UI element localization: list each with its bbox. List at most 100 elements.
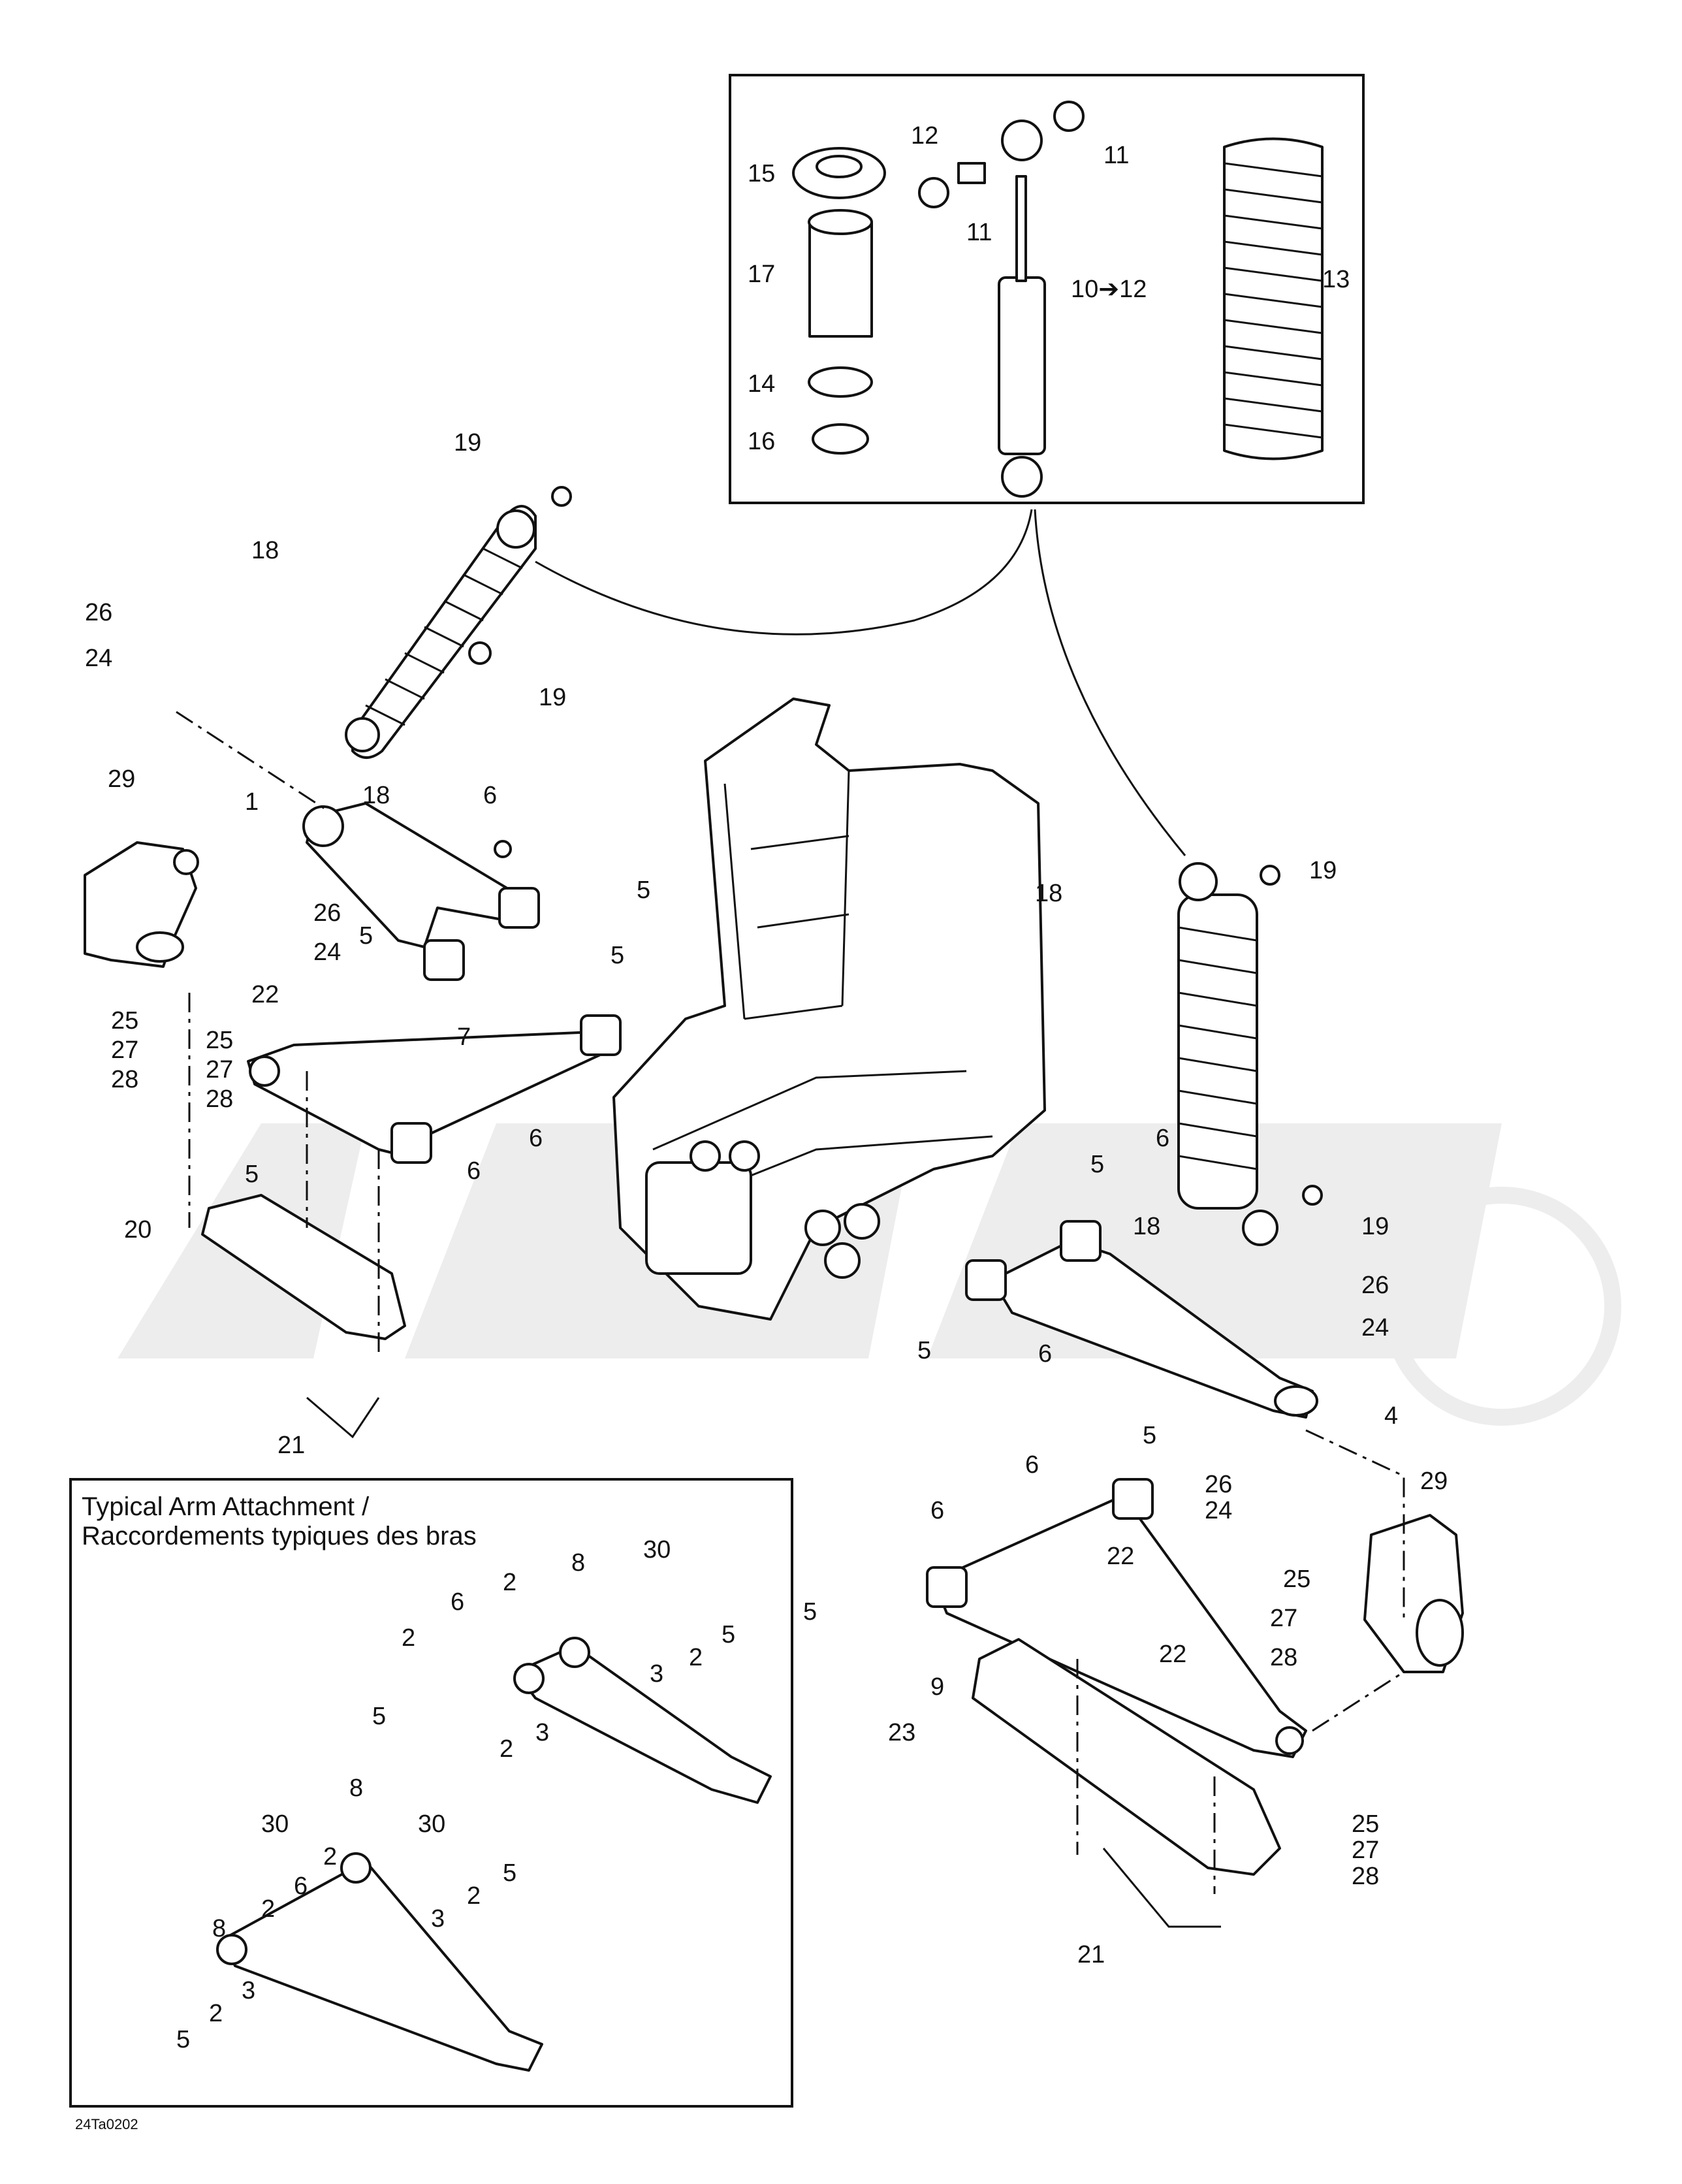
inset-callout-labels: 30 8 2 6 2 5 2 3 5 3 2 8 30 30 2 5 6 2 8… [176, 1536, 735, 2053]
callout: 2 [209, 2000, 223, 2027]
callout: 17 [748, 261, 775, 288]
callout: 25 [1352, 1810, 1379, 1838]
callout: 22 [1159, 1641, 1186, 1668]
drawing-code: 24Ta0202 [75, 2116, 138, 2132]
left-shock-assembly [345, 486, 572, 759]
right-upper-a-arm [965, 1220, 1318, 1419]
callout: 5 [359, 922, 373, 950]
callout: 5 [637, 876, 650, 904]
callout: 2 [503, 1569, 516, 1596]
callout: 5 [803, 1598, 817, 1626]
callout: 21 [278, 1432, 305, 1459]
callout: 5 [1090, 1151, 1104, 1178]
callout: 27 [1352, 1837, 1379, 1864]
callout: 5 [372, 1703, 386, 1730]
callout: 28 [206, 1085, 233, 1113]
left-skid-plate [201, 1194, 406, 1340]
callout: 5 [917, 1337, 931, 1364]
callout: 26 [85, 599, 112, 626]
callout: 18 [251, 537, 279, 564]
callout: 8 [349, 1774, 363, 1802]
callout: 30 [261, 1810, 289, 1838]
callout: 2 [323, 1843, 337, 1871]
callout: 6 [1025, 1451, 1039, 1479]
callout: 14 [748, 370, 775, 398]
callout: 29 [1420, 1468, 1448, 1495]
callout: 10➔12 [1071, 276, 1147, 303]
callout: 12 [911, 122, 938, 150]
callout: 5 [503, 1859, 516, 1887]
inset-title-line1: Typical Arm Attachment / [82, 1492, 370, 1521]
shock-detail-box [729, 74, 1365, 504]
right-shock-assembly [1177, 862, 1323, 1246]
callout: 30 [643, 1536, 671, 1564]
inset-title-line2: Raccordements typiques des bras [82, 1522, 477, 1550]
callout: 5 [722, 1621, 735, 1648]
callout: 20 [124, 1216, 151, 1244]
callout: 2 [689, 1644, 703, 1671]
shock-components [792, 101, 1324, 498]
callout-labels: 1 5 17 14 16 12 11 11 10➔12 13 19 18 19 2… [85, 122, 1448, 1968]
callout: 25 [206, 1027, 233, 1054]
callout: 5 [245, 1161, 259, 1188]
callout: 19 [1361, 1213, 1389, 1240]
callout: 5 [1143, 1422, 1156, 1449]
callout: 3 [242, 1977, 255, 2004]
callout: 25 [1283, 1566, 1310, 1593]
callout: 6 [930, 1497, 944, 1524]
callout: 27 [206, 1056, 233, 1084]
callout: 24 [1205, 1497, 1232, 1524]
callout: 8 [571, 1549, 585, 1577]
left-steering-knuckle [84, 841, 199, 968]
callout: 27 [1270, 1605, 1297, 1632]
callout: 4 [1384, 1402, 1398, 1430]
inset-arm-diagrams [216, 1637, 772, 2072]
callout: 11 [966, 219, 992, 246]
left-upper-a-arm [302, 802, 540, 981]
callout: 18 [1035, 880, 1062, 907]
vehicle-frame [612, 698, 1046, 1321]
callout: 24 [313, 939, 341, 966]
right-skid-plate [972, 1638, 1281, 1876]
callout: 27 [111, 1036, 138, 1064]
callout: 18 [1133, 1213, 1160, 1240]
callout: 13 [1322, 266, 1350, 293]
callout: 22 [251, 981, 279, 1008]
callout: 6 [451, 1588, 464, 1616]
right-steering-knuckle [1363, 1514, 1464, 1673]
callout: 11 [1103, 142, 1129, 169]
callout: 3 [431, 1905, 445, 1933]
callout: 6 [529, 1125, 543, 1152]
callout: 6 [1038, 1340, 1052, 1368]
callout: 22 [1107, 1543, 1134, 1570]
left-lower-a-arm [247, 1014, 622, 1164]
callout: 6 [467, 1157, 481, 1185]
callout: 18 [362, 782, 390, 809]
right-lower-a-arm [926, 1478, 1307, 1758]
callout: 19 [1309, 857, 1337, 884]
callout: 16 [748, 428, 775, 455]
callout: 2 [467, 1882, 481, 1910]
callout: 26 [1205, 1471, 1232, 1498]
callout: 6 [294, 1872, 308, 1900]
typical-arm-attachment-box [69, 1478, 793, 2108]
callout: 29 [108, 765, 135, 793]
callout: 3 [650, 1660, 663, 1688]
callout: 2 [402, 1624, 415, 1652]
callout: 21 [1077, 1941, 1105, 1968]
callout: 28 [1270, 1644, 1297, 1671]
callout: 6 [1156, 1125, 1169, 1152]
callout: 5 [611, 942, 624, 969]
callout: 28 [1352, 1863, 1379, 1890]
callout: 2 [500, 1735, 513, 1763]
callout: 19 [454, 429, 481, 457]
callout: 9 [930, 1673, 944, 1701]
callout: 3 [535, 1719, 549, 1746]
assembly-guide-lines [176, 509, 1405, 1928]
callout: 2 [261, 1895, 275, 1923]
callout: 5 [176, 2026, 190, 2053]
callout: 24 [1361, 1314, 1389, 1341]
callout: 30 [418, 1810, 445, 1838]
callout: 1 [245, 788, 259, 816]
